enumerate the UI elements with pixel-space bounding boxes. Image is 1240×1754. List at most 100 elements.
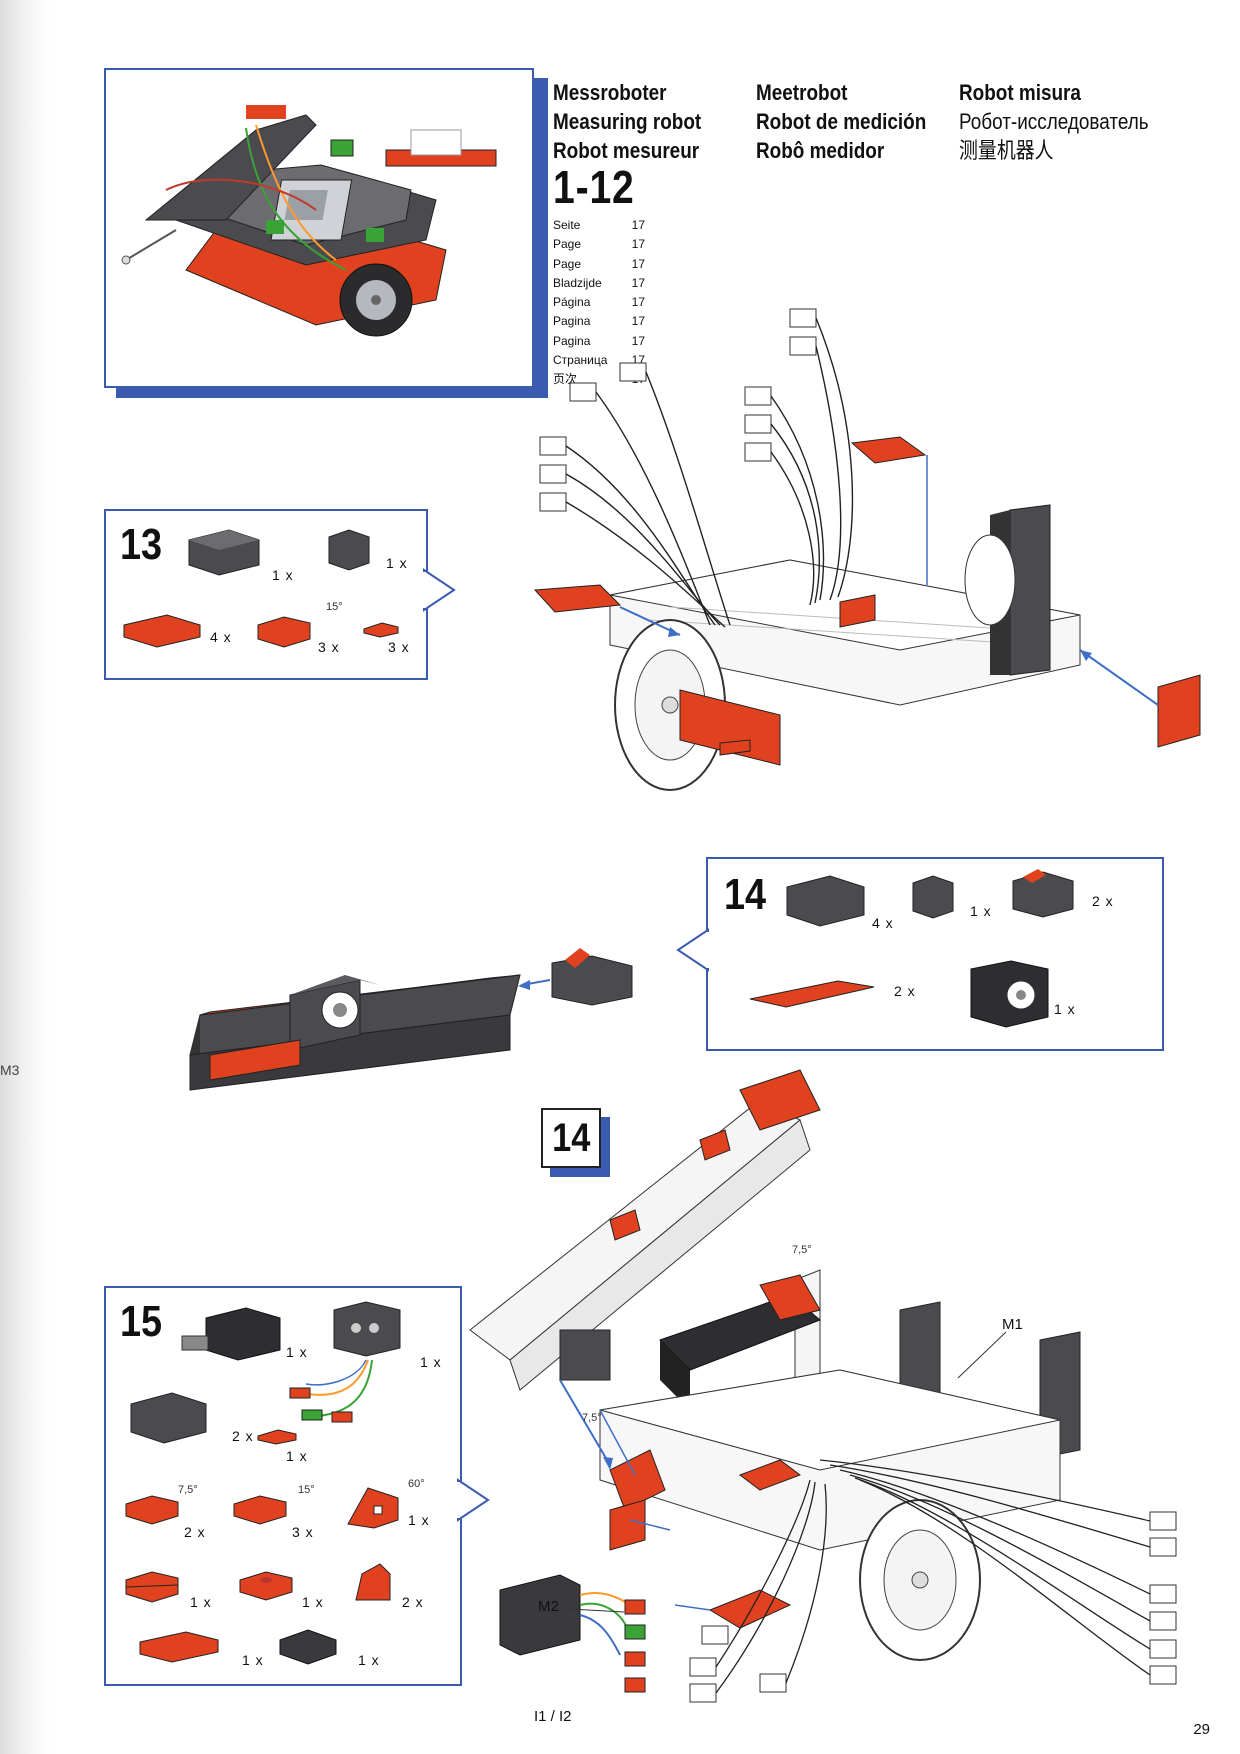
page-ref-row: Seite 17 [553, 216, 645, 235]
building-block-30-icon [188, 529, 260, 576]
final-assembly-illustration [469, 1069, 1177, 1703]
qty-label: 2 x [894, 983, 916, 999]
red-small-clip-icon [363, 622, 399, 638]
red-round-plate-icon [239, 1571, 293, 1601]
qty-label: 1 x [242, 1652, 264, 1668]
rack-arm-assembly-illustration [189, 948, 633, 1091]
page-ref-row: Page 17 [553, 235, 645, 254]
callout-m1: M1 [1002, 1316, 1023, 1333]
page-ref-label: Страница [553, 353, 608, 368]
title-en: Measuring robot [553, 109, 702, 134]
title-fr: Robot mesureur [553, 138, 700, 163]
title-de: Messroboter [553, 80, 667, 105]
qty-label: 3 x [318, 639, 340, 655]
step-13-number: 13 [120, 520, 163, 569]
page-ref-row: Pagina 17 [553, 332, 645, 351]
red-double-plate-icon [125, 1571, 179, 1603]
title-it: Robot misura [959, 80, 1081, 105]
page-ref-label: Bladzijde [553, 275, 602, 290]
gearbox-unit-icon [970, 960, 1049, 1028]
step-15-parts-panel: 15 1 x 1 x 2 x 1 x 7,5° 2 x 15° 3 x 60° … [104, 1286, 462, 1686]
qty-label: 3 x [292, 1524, 314, 1540]
page-ref-label: Page [553, 237, 582, 252]
qty-label: 1 x [190, 1594, 212, 1610]
page-ref-number: 17 [631, 256, 645, 271]
red-wedge-7-5-icon [125, 1495, 179, 1525]
title-ru: Робот-исследователь [959, 109, 1149, 134]
model-preview-box [104, 68, 534, 388]
measuring-robot-preview-image [121, 105, 497, 337]
qty-label: 1 x [286, 1448, 308, 1464]
building-block-15-icon [328, 529, 370, 571]
page-binding-shadow [0, 0, 52, 1754]
callout-m2: M2 [538, 1598, 559, 1615]
title-column-1: Messroboter Measuring robot Robot mesure… [553, 78, 701, 165]
red-small-clip-icon [257, 1429, 297, 1445]
qty-label: 4 x [872, 915, 894, 931]
title-zh: 测量机器人 [959, 138, 1054, 163]
title-column-3: Robot misura Робот-исследователь 测量机器人 [959, 78, 1149, 165]
page-ref-label: Seite [553, 218, 581, 232]
building-block-15-icon [912, 875, 954, 919]
page-ref-number: 17 [631, 218, 645, 232]
side-label: M3 [0, 1062, 20, 1078]
page-number: 29 [1193, 1721, 1210, 1738]
title-nl: Meetrobot [756, 80, 848, 105]
qty-label: 1 x [302, 1594, 324, 1610]
step-range: 1-12 [553, 161, 635, 213]
page-ref-number: 17 [631, 275, 645, 290]
qty-label: 1 x [386, 555, 408, 571]
callout-i1-i2: I1 / I2 [534, 1708, 572, 1725]
switch-block-icon [1012, 869, 1074, 918]
red-wedge-15-icon [233, 1495, 287, 1525]
angle-label: 60° [408, 1478, 425, 1490]
callout-angle-top: 7,5° [792, 1244, 812, 1256]
red-plate-long-icon [123, 614, 201, 648]
page-ref-number: 17 [631, 333, 645, 348]
red-bracket-icon [355, 1563, 391, 1601]
gear-rack-icon [749, 980, 875, 1008]
step-14-assembly-number: 14 [551, 1115, 591, 1160]
step-14-parts-panel: 14 4 x 1 x 2 x 2 x 1 x [706, 857, 1164, 1051]
page-ref-label: Pagina [553, 314, 591, 329]
qty-label: 3 x [388, 639, 410, 655]
qty-label: 1 x [358, 1652, 380, 1668]
callout-angle-left: 7,5° [582, 1412, 602, 1424]
qty-label: 1 x [420, 1354, 442, 1370]
building-block-30-icon [786, 875, 865, 927]
callout-m2-leader [569, 1608, 625, 1613]
step-13-parts-panel: 13 1 x 1 x 4 x 15° 3 x 3 x [104, 509, 428, 680]
title-es: Robot de medición [756, 109, 927, 134]
title-column-2: Meetrobot Robot de medición Robô medidor [756, 78, 926, 165]
red-wedge-15-icon [257, 616, 311, 648]
angle-label: 7,5° [178, 1484, 198, 1496]
red-long-plate-icon [139, 1631, 219, 1663]
page-ref-row: Bladzijde 17 [553, 274, 645, 293]
motor-icon [181, 1307, 281, 1361]
step-15-callout-tail [456, 1478, 490, 1522]
callout-m1-leader [957, 1331, 1007, 1379]
page-ref-label: Page [553, 256, 582, 271]
page-ref-label: Página [553, 295, 591, 310]
chassis-assembly-illustration [533, 308, 1201, 791]
step-14-assembly-number-box: 14 [541, 1108, 601, 1168]
qty-label: 2 x [232, 1428, 254, 1444]
building-block-30-icon [130, 1392, 207, 1444]
step-14-callout-tail [676, 928, 710, 972]
black-square-block-icon [279, 1629, 337, 1665]
qty-label: 1 x [286, 1344, 308, 1360]
cable-plugs-icon [289, 1359, 373, 1423]
qty-label: 2 x [184, 1524, 206, 1540]
qty-label: 1 x [408, 1512, 430, 1528]
page-ref-label: Pagina [553, 333, 591, 348]
title-pt: Robô medidor [756, 138, 885, 163]
angle-label: 15° [298, 1484, 315, 1496]
lamp-sensor-icon [333, 1301, 401, 1357]
qty-label: 1 x [272, 567, 294, 583]
red-wedge-60-icon [347, 1487, 399, 1529]
qty-label: 2 x [1092, 893, 1114, 909]
step-13-callout-tail [422, 568, 456, 612]
page-ref-number: 17 [631, 237, 645, 252]
